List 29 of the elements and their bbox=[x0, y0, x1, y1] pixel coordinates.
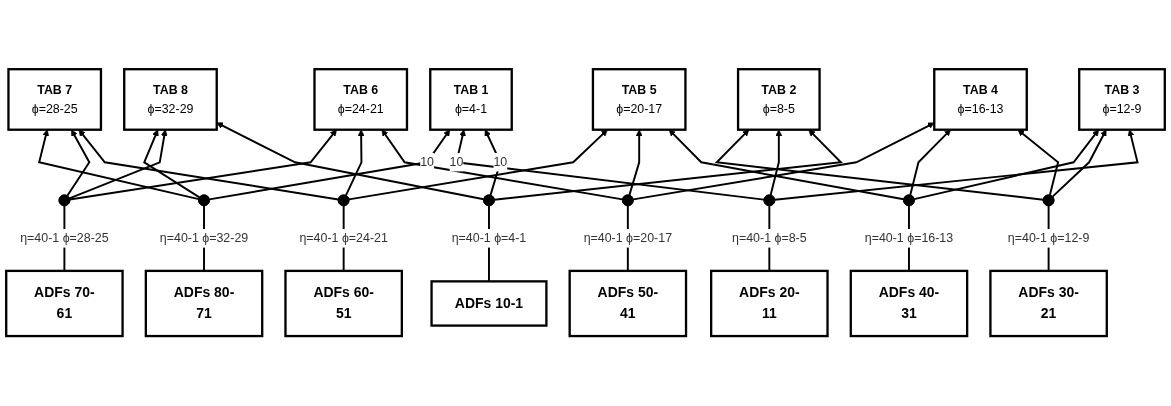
arrow bbox=[216, 122, 485, 201]
edge-label: η=40-1 ϕ=16-13 bbox=[864, 231, 954, 245]
edge-label: η=40-1 ϕ=12-9 bbox=[1007, 231, 1090, 245]
node-box: ADFs 50-41 bbox=[568, 270, 688, 338]
edge-label: 10 bbox=[449, 155, 464, 169]
node-box: ADFs 80-71 bbox=[144, 270, 264, 338]
edge-label: η=40-1 ϕ=24-21 bbox=[299, 231, 388, 245]
node-box: TAB 7 ϕ=28-25 bbox=[7, 68, 103, 132]
node-box: TAB 8 ϕ=32-29 bbox=[123, 68, 218, 132]
edge-label: 10 bbox=[493, 155, 508, 169]
node-box: ADFs 60-51 bbox=[284, 270, 403, 338]
node-box: TAB 6 ϕ=24-21 bbox=[313, 68, 409, 132]
node-box: TAB 4 ϕ=16-13 bbox=[933, 68, 1028, 132]
edge-label: η=40-1 ϕ=20-17 bbox=[583, 231, 673, 245]
edge-label: η=40-1 ϕ=32-29 bbox=[159, 231, 249, 245]
node-box: ADFs 20-11 bbox=[710, 270, 829, 338]
node-box: TAB 3 ϕ=12-9 bbox=[1078, 68, 1166, 132]
node-box: TAB 1 ϕ=4-1 bbox=[429, 68, 513, 132]
node-box: TAB 5 ϕ=20-17 bbox=[591, 68, 687, 132]
node-box: ADFs 70-61 bbox=[5, 270, 124, 338]
edge-label: 10 bbox=[420, 155, 434, 169]
edge-label: η=40-1 ϕ=28-25 bbox=[20, 231, 109, 245]
node-box: ADFs 30-21 bbox=[989, 270, 1108, 338]
arrow bbox=[632, 122, 935, 201]
node-box: ADFs 40-31 bbox=[849, 270, 969, 338]
node-box: ADFs 10-1 bbox=[430, 280, 548, 328]
edge-label: η=40-1 ϕ=4-1 bbox=[451, 231, 527, 245]
node-box: TAB 2 ϕ=8-5 bbox=[736, 68, 821, 132]
edge-label: η=40-1 ϕ=8-5 bbox=[732, 231, 807, 245]
